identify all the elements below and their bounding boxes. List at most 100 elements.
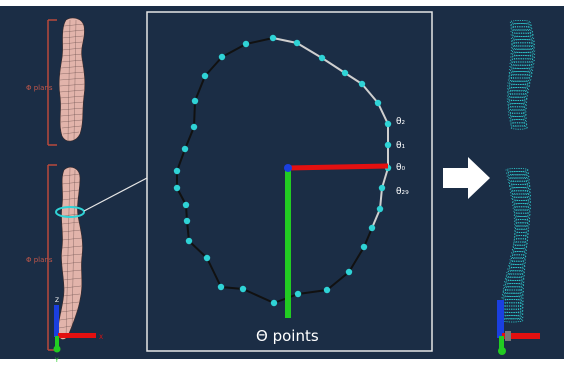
theta-point [217,283,225,291]
contour-segment [245,37,274,45]
point-cloud-ring [506,87,530,92]
contour-segment [381,167,389,189]
theta-point [242,40,250,48]
point-cloud-ring [507,267,526,272]
bottom-bracket-label: Φ plans [26,256,53,264]
theta-point [360,243,368,251]
theta-point [378,184,386,192]
point-cloud-ring [509,58,535,63]
point-cloud-ring [506,174,530,179]
point-cloud-ring [501,318,524,323]
point-cloud-ring [506,96,528,101]
point-cloud-ring [507,106,527,111]
contour-segment [186,220,190,242]
point-cloud-ring [513,215,531,220]
theta-point [191,97,199,105]
contour-segment [348,246,365,273]
theta-point [181,145,189,153]
mesh-top-hatching [59,19,86,141]
contour-segment [361,83,379,104]
theta-point [239,285,247,293]
point-cloud-ring [507,77,532,82]
point-cloud-ring [513,212,531,217]
point-cloud-ring [509,190,531,195]
phi-plane-ring [55,206,85,218]
theta-point [190,123,198,131]
point-cloud-ring [508,183,531,188]
theta-point [341,69,349,77]
point-cloud-ring [509,19,531,24]
axis-x-label: X [99,334,103,341]
point-cloud-ring [510,26,533,31]
point-cloud-ring [513,219,530,224]
contour-segment [379,187,383,210]
theta-point [269,34,277,42]
theta-label-2: θ₂ [396,117,406,127]
point-cloud-ring [509,257,526,262]
contour-segment [204,56,223,77]
contour-segment [344,72,363,85]
point-cloud-ring [508,260,526,265]
point-cloud-ring [509,119,527,124]
theta-point [294,290,302,298]
point-cloud-ring [510,45,536,50]
theta-point [345,268,353,276]
theta-point [358,80,366,88]
point-cloud-ring [514,222,530,227]
point-cloud-ring [510,36,535,41]
theta-points [173,34,392,307]
point-cloud-ring [504,276,525,281]
point-cloud-ring [509,64,534,69]
contour-segment [326,271,350,291]
point-cloud-ring [510,125,528,130]
point-cloud-ring [510,52,536,57]
point-cloud-ring [509,61,535,66]
theta-point [384,120,392,128]
theta-point [293,39,301,47]
theta-point [318,54,326,62]
point-cloud-ring [509,187,531,192]
point-cloud-ring [512,206,531,211]
point-cloud-ring [502,286,525,291]
point-cloud-ring [504,279,525,284]
theta-point [182,201,190,209]
zoom-connector-line [83,177,148,212]
theta-point [183,217,191,225]
left-axes-triad: Z X Y [53,297,103,364]
top-bracket [47,19,57,146]
local-axis-red [287,163,389,171]
contour-segment [272,37,298,44]
contour-segment [188,240,208,259]
point-cloud-ring [507,103,527,108]
theta-point [185,237,193,245]
point-cloud-ring [506,90,529,95]
point-cloud-ring [502,289,524,294]
local-axis-origin [284,164,292,172]
point-cloud-ring [508,116,527,121]
contour-segment [193,100,196,128]
theta-point [201,72,209,80]
mesh-top [58,17,86,142]
point-cloud-ring [512,244,528,249]
point-cloud-ring [507,263,526,268]
theta-point [270,299,278,307]
point-cloud-ring [510,23,532,28]
contour-segment [221,43,247,58]
point-cloud-ring [507,177,530,182]
theta-point [173,184,181,192]
theta-point [323,286,331,294]
contour-segment [297,289,328,295]
contour-segment [377,102,389,125]
right-axes-triad [497,300,540,355]
theta-label-0: θ₀ [396,163,406,173]
point-cloud-ring [510,254,527,259]
point-cloud-ring [510,32,534,37]
theta-point [374,99,382,107]
contour-segment [321,57,346,74]
theta-point [368,224,376,232]
center-panel: θ₂ θ₁ θ₀ θ₂₉ Θ points [146,11,433,352]
axis-z-label: Z [55,297,59,304]
theta-point [218,53,226,61]
top-bracket-label: Φ plans [26,84,53,92]
